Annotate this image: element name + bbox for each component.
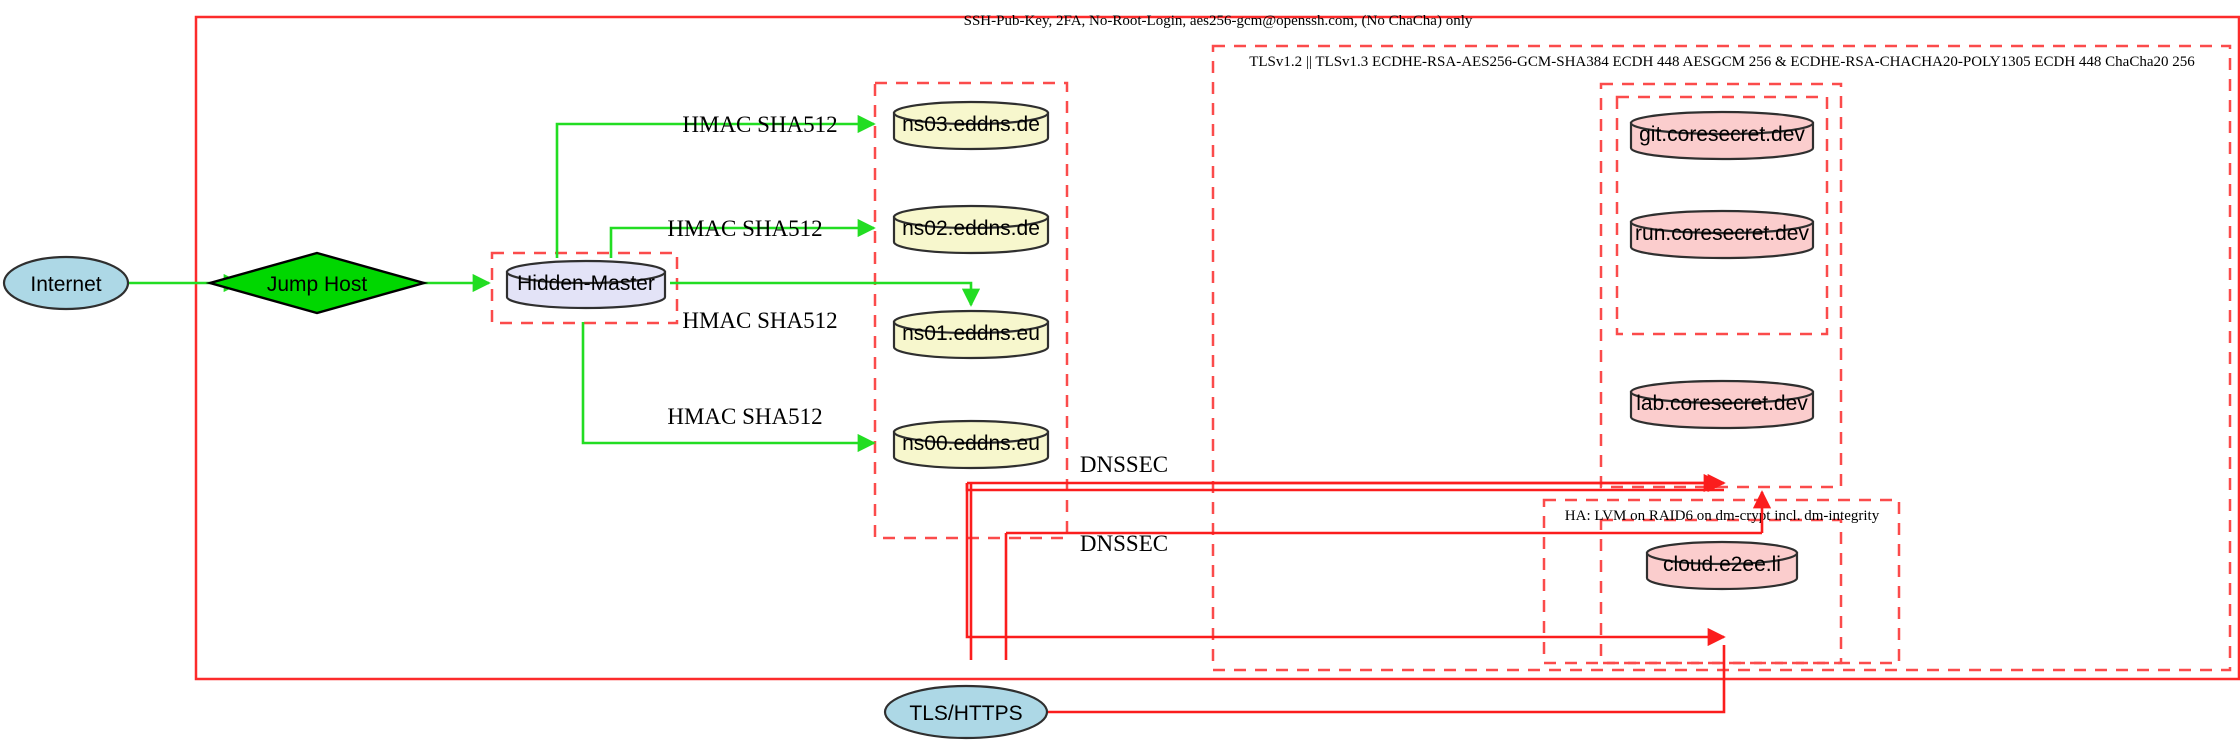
edge-master-to-ns03	[555, 114, 876, 258]
cluster-ssh-zone-caption: SSH-Pub-Key, 2FA, No-Root-Login, aes256-…	[964, 13, 1473, 29]
node-tls-https[interactable]: TLS/HTTPS	[883, 684, 1049, 740]
edge-label-master-to-ns02: HMAC SHA512	[667, 216, 822, 241]
node-lab-coresecret-label: lab.coresecret.dev	[1636, 392, 1808, 415]
node-git-coresecret-label: git.coresecret.dev	[1639, 123, 1805, 146]
node-cloud-e2ee[interactable]: cloud.e2ee.li	[1645, 540, 1799, 591]
cluster-ha-zone	[1542, 498, 1901, 665]
cluster-ssh-zone	[194, 15, 2240, 681]
node-ns02[interactable]: ns02.eddns.de	[892, 204, 1050, 255]
cluster-tls-zone-caption: TLSv1.2 || TLSv1.3 ECDHE-RSA-AES256-GCM-…	[1249, 54, 2195, 70]
edge-label-dnssec-lower: DNSSEC	[1080, 531, 1168, 556]
node-internet-label: Internet	[30, 273, 101, 296]
cluster-coresecret-inner-zone	[1615, 95, 1829, 336]
node-lab-coresecret[interactable]: lab.coresecret.dev	[1629, 379, 1815, 430]
node-hidden-master[interactable]: Hidden-Master	[505, 259, 667, 310]
cluster-tls-zone	[1211, 44, 2232, 672]
edge-label-master-to-ns03: HMAC SHA512	[682, 112, 837, 137]
node-ns01-label: ns01.eddns.eu	[902, 322, 1040, 345]
node-ns03[interactable]: ns03.eddns.de	[892, 100, 1050, 151]
cluster-ha-zone-caption: HA: LVM on RAID6 on dm-crypt incl. dm-in…	[1565, 508, 1880, 524]
node-run-coresecret-label: run.coresecret.dev	[1635, 222, 1809, 245]
node-ns03-label: ns03.eddns.de	[902, 113, 1040, 136]
edge-dnssec-lower	[965, 560, 1726, 647]
node-ns00-label: ns00.eddns.eu	[902, 432, 1040, 455]
cluster-cloud-zone	[1599, 518, 1843, 665]
edge-tls-to-cloud	[1047, 645, 1726, 714]
edge-master-to-ns01	[670, 281, 981, 307]
node-git-coresecret[interactable]: git.coresecret.dev	[1629, 110, 1815, 161]
node-ns02-label: ns02.eddns.de	[902, 217, 1040, 240]
edge-master-to-ns02	[609, 218, 876, 258]
edge-label-dnssec-upper: DNSSEC	[1080, 452, 1168, 477]
node-hidden-master-label: Hidden-Master	[517, 272, 655, 295]
edge-label-master-to-ns00: HMAC SHA512	[667, 404, 822, 429]
node-tls-https-label: TLS/HTTPS	[909, 702, 1022, 725]
node-ns00[interactable]: ns00.eddns.eu	[892, 419, 1050, 470]
node-run-coresecret[interactable]: run.coresecret.dev	[1629, 209, 1815, 260]
node-jump-host-label: Jump Host	[267, 273, 368, 296]
node-jump-host[interactable]: Jump Host	[205, 251, 429, 315]
edge-master-to-ns00	[581, 322, 876, 453]
node-ns01[interactable]: ns01.eddns.eu	[892, 309, 1050, 360]
node-cloud-e2ee-label: cloud.e2ee.li	[1663, 553, 1781, 576]
cluster-hidden-master-zone	[490, 251, 679, 325]
node-internet[interactable]: Internet	[2, 255, 130, 311]
edge-label-master-to-ns01: HMAC SHA512	[682, 308, 837, 333]
